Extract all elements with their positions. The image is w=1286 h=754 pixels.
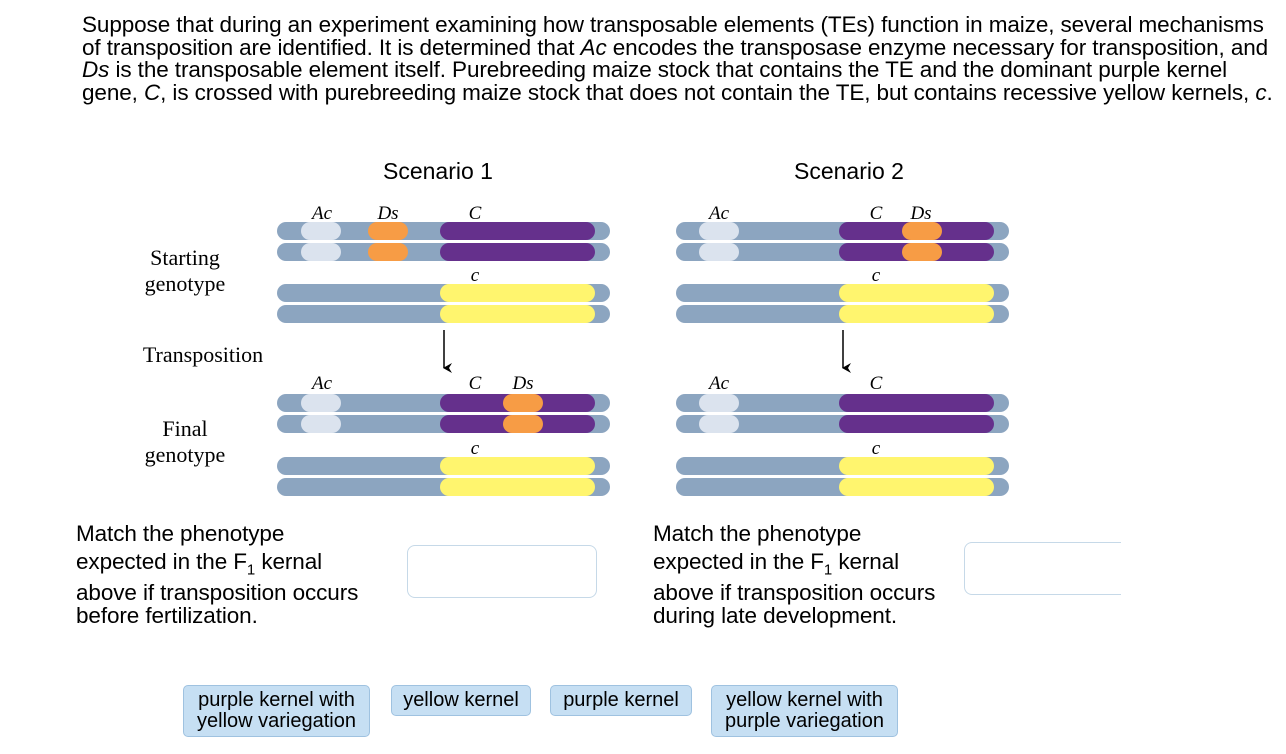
intro-ds-term: Ds (82, 57, 110, 82)
purple-C-segment (839, 415, 994, 433)
question-1-line2: expected in the F1 kernal (76, 549, 323, 579)
gene-label-C: C (469, 203, 482, 224)
purple-C-segment (440, 222, 595, 240)
gene-label-c: c (471, 265, 480, 286)
question-1-line3: above if transposition occurs (76, 580, 359, 605)
ac-segment (699, 394, 739, 412)
gene-label-ds: Ds (511, 373, 533, 394)
question-2-text: Match the phenotype expected in the F1 k… (653, 520, 935, 630)
scenario-1-title: Scenario 1 (383, 158, 493, 184)
question-2-line1: Match the phenotype (653, 521, 862, 546)
answer-drop-target-1[interactable] (407, 545, 597, 598)
transposition-label: Transposition (142, 342, 264, 367)
scenario-1-start-diagram: Ac Ds C c (277, 203, 610, 323)
yellow-c-segment (440, 305, 595, 323)
question-intro-text: Suppose that during an experiment examin… (82, 12, 1277, 105)
starting-genotype-label-line1: Starting (150, 245, 220, 270)
answer-drop-target-2[interactable] (964, 542, 1121, 595)
question-2-line3: above if transposition occurs (653, 580, 936, 605)
gene-label-ac: Ac (310, 373, 333, 394)
gene-label-ac: Ac (707, 373, 730, 394)
yellow-c-segment (839, 478, 994, 496)
ac-segment (301, 243, 341, 261)
yellow-c-segment (839, 305, 994, 323)
ac-segment (301, 222, 341, 240)
scenario-1-final-diagram: Ac C Ds c (277, 373, 610, 496)
ac-segment (699, 243, 739, 261)
scenario-2-title: Scenario 2 (794, 158, 904, 184)
ac-segment (301, 394, 341, 412)
final-genotype-label: Final genotype (110, 416, 260, 468)
starting-genotype-label: Starting genotype (110, 245, 260, 297)
answer-token-purple-yellow-variegation[interactable]: purple kernel with yellow variegation (183, 685, 370, 737)
intro-part-4: , is crossed with purebreeding maize sto… (160, 79, 1256, 105)
answer-token-yellow-purple-variegation[interactable]: yellow kernel with purple variegation (711, 685, 898, 737)
ds-segment (368, 222, 408, 240)
gene-label-c: c (471, 438, 480, 459)
ac-segment (699, 415, 739, 433)
ds-segment (902, 243, 942, 261)
intro-C-term: C (143, 79, 161, 105)
gene-label-C: C (870, 203, 883, 224)
final-genotype-label-line1: Final (162, 416, 208, 441)
gene-label-ds: Ds (909, 203, 931, 224)
ds-segment (368, 243, 408, 261)
intro-part-5: . (1266, 79, 1273, 105)
purple-C-segment (440, 243, 595, 261)
ds-segment (902, 222, 942, 240)
gene-label-c: c (872, 265, 881, 286)
intro-part-1: Suppose that during an experiment examin… (82, 12, 1264, 60)
question-2-line4: during late development. (653, 603, 898, 628)
answer-token-yellow-kernel[interactable]: yellow kernel (391, 685, 531, 716)
yellow-c-segment (440, 457, 595, 475)
yellow-c-segment (440, 284, 595, 302)
gene-label-ac: Ac (310, 203, 333, 224)
intro-c-term: c (1255, 79, 1267, 105)
purple-C-segment (839, 394, 994, 412)
ac-segment (699, 222, 739, 240)
question-1-text: Match the phenotype expected in the F1 k… (76, 520, 358, 630)
ac-segment (301, 415, 341, 433)
ds-segment (503, 415, 543, 433)
question-1-line1: Match the phenotype (76, 521, 285, 546)
intro-part-2: encodes the transposase enzyme necessary… (606, 34, 1269, 60)
yellow-c-segment (440, 478, 595, 496)
starting-genotype-label-line2: genotype (144, 271, 226, 296)
answer-token-purple-kernel[interactable]: purple kernel (550, 685, 692, 716)
final-genotype-label-line2: genotype (144, 442, 226, 467)
gene-label-C: C (469, 373, 482, 394)
gene-label-C: C (870, 373, 883, 394)
gene-label-ac: Ac (707, 203, 730, 224)
gene-label-c: c (872, 438, 881, 459)
question-1-line4: before fertilization. (76, 603, 258, 628)
ds-segment (503, 394, 543, 412)
intro-part-3: is the transposable element itself. Pure… (82, 57, 1228, 105)
yellow-c-segment (839, 284, 994, 302)
scenario-2-final-diagram: Ac C c (676, 373, 1009, 496)
question-2-line2: expected in the F1 kernal (653, 549, 900, 579)
yellow-c-segment (839, 457, 994, 475)
gene-label-ds: Ds (376, 203, 398, 224)
intro-ac-term: Ac (580, 34, 607, 60)
scenario-2-start-diagram: Ac C Ds c (676, 203, 1009, 323)
